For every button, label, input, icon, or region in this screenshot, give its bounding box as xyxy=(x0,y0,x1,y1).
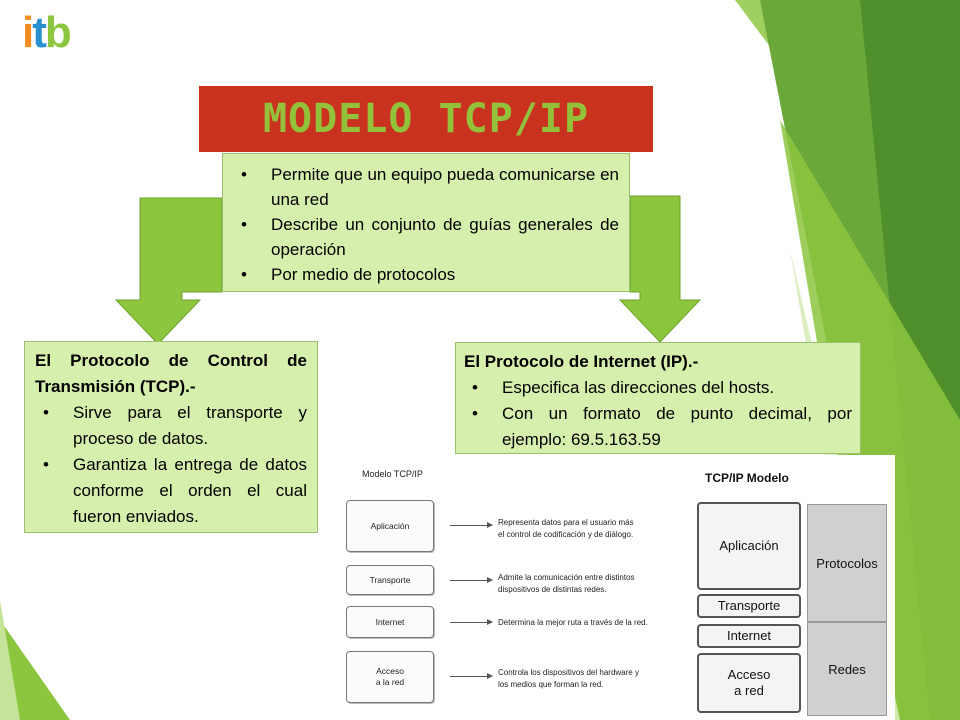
small-diagram-title: Modelo TCP/IP xyxy=(362,469,423,479)
logo-b: b xyxy=(44,8,72,57)
ip-heading: El Protocolo de Internet (IP).- xyxy=(464,352,699,371)
center-bullet: Permite que un equipo pueda comunicarse … xyxy=(233,162,619,212)
ip-bullet: Con un formato de punto decimal, por eje… xyxy=(464,401,852,453)
logo-t: t xyxy=(32,8,47,57)
right-down-arrow xyxy=(618,195,702,343)
itb-logo: itb xyxy=(22,8,72,58)
arrow-icon xyxy=(450,619,493,625)
big-layer-transport: Transporte xyxy=(697,594,801,618)
logo-i: i xyxy=(22,8,34,57)
tcp-bullet: Garantiza la entrega de datos conforme e… xyxy=(35,452,307,530)
arrow-icon xyxy=(450,577,493,583)
center-bullet: Por medio de protocolos xyxy=(233,262,619,287)
tcp-bullet: Sirve para el transporte y proceso de da… xyxy=(35,400,307,452)
deco-stripe-light-right xyxy=(780,120,960,720)
big-layer-application: Aplicación xyxy=(697,502,801,590)
big-diagram-title: TCP/IP Modelo xyxy=(705,471,789,485)
tcp-ip-diagram-image: Modelo TCP/IP Aplicación Representa dato… xyxy=(340,455,895,720)
deco-triangle-left-pale xyxy=(0,600,20,720)
page-title: MODELO TCP/IP xyxy=(262,96,590,142)
protocols-group: Protocolos xyxy=(807,504,887,622)
small-layer-transport: Transporte xyxy=(346,565,434,595)
small-layer-network-access-desc: Controla los dispositivos del hardware y… xyxy=(498,668,639,689)
left-down-arrow xyxy=(114,197,223,345)
small-layer-internet: Internet xyxy=(346,606,434,638)
deco-triangle-left xyxy=(0,620,70,720)
ip-bullet: Especifica las direcciones del hosts. xyxy=(464,375,852,401)
big-layer-internet: Internet xyxy=(697,624,801,648)
arrow-icon xyxy=(450,522,493,528)
arrow-icon xyxy=(450,673,493,679)
center-bullet: Describe un conjunto de guías generales … xyxy=(233,212,619,262)
ip-protocol-box: El Protocolo de Internet (IP).- Especifi… xyxy=(455,342,861,454)
small-layer-application: Aplicación xyxy=(346,500,434,552)
tcp-protocol-box: El Protocolo de Control de Transmisión (… xyxy=(24,341,318,533)
center-description-box: Permite que un equipo pueda comunicarse … xyxy=(222,153,630,292)
title-banner: MODELO TCP/IP xyxy=(199,86,653,152)
tcp-heading: El Protocolo de Control de Transmisión (… xyxy=(35,351,307,396)
networks-group: Redes xyxy=(807,622,887,716)
small-layer-internet-desc: Determina la mejor ruta a través de la r… xyxy=(498,618,648,627)
